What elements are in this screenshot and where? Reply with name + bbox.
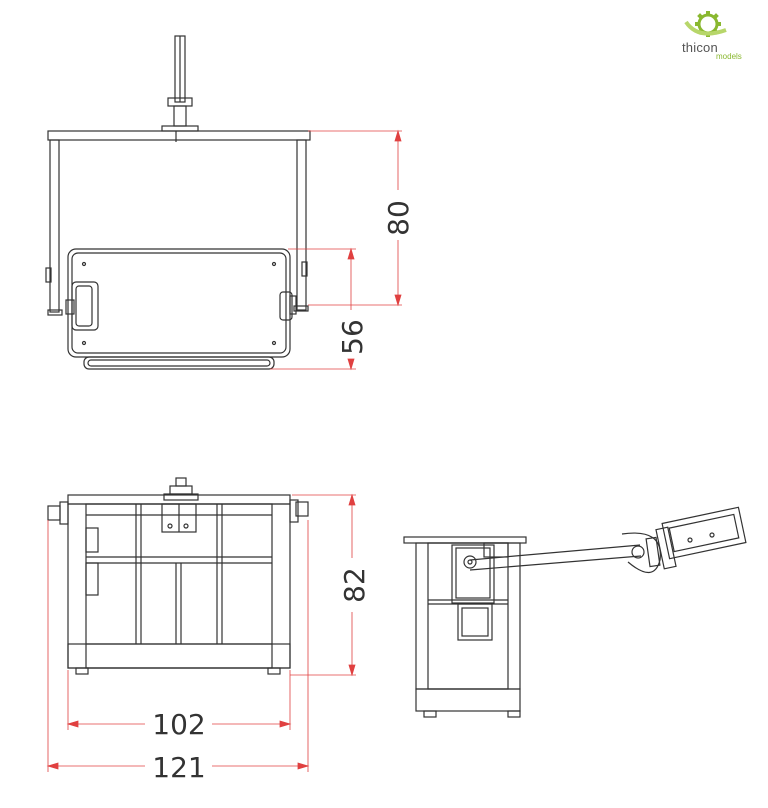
brand-logo: thicon models	[668, 8, 764, 66]
top-view	[45, 35, 311, 370]
dimension-label-56: 56	[336, 319, 369, 355]
brand-name: thicon	[682, 40, 718, 55]
brand-tagline: models	[716, 52, 742, 61]
side-view	[403, 506, 747, 718]
top-view-dimensions	[270, 129, 402, 371]
front-view-dimensions	[46, 493, 356, 772]
gear-icon	[684, 11, 727, 37]
dimension-label-82: 82	[338, 567, 371, 603]
dimension-label-121: 121	[152, 751, 205, 784]
dimension-label-102: 102	[152, 708, 205, 741]
front-view	[47, 477, 309, 675]
dimension-label-80: 80	[382, 200, 415, 236]
